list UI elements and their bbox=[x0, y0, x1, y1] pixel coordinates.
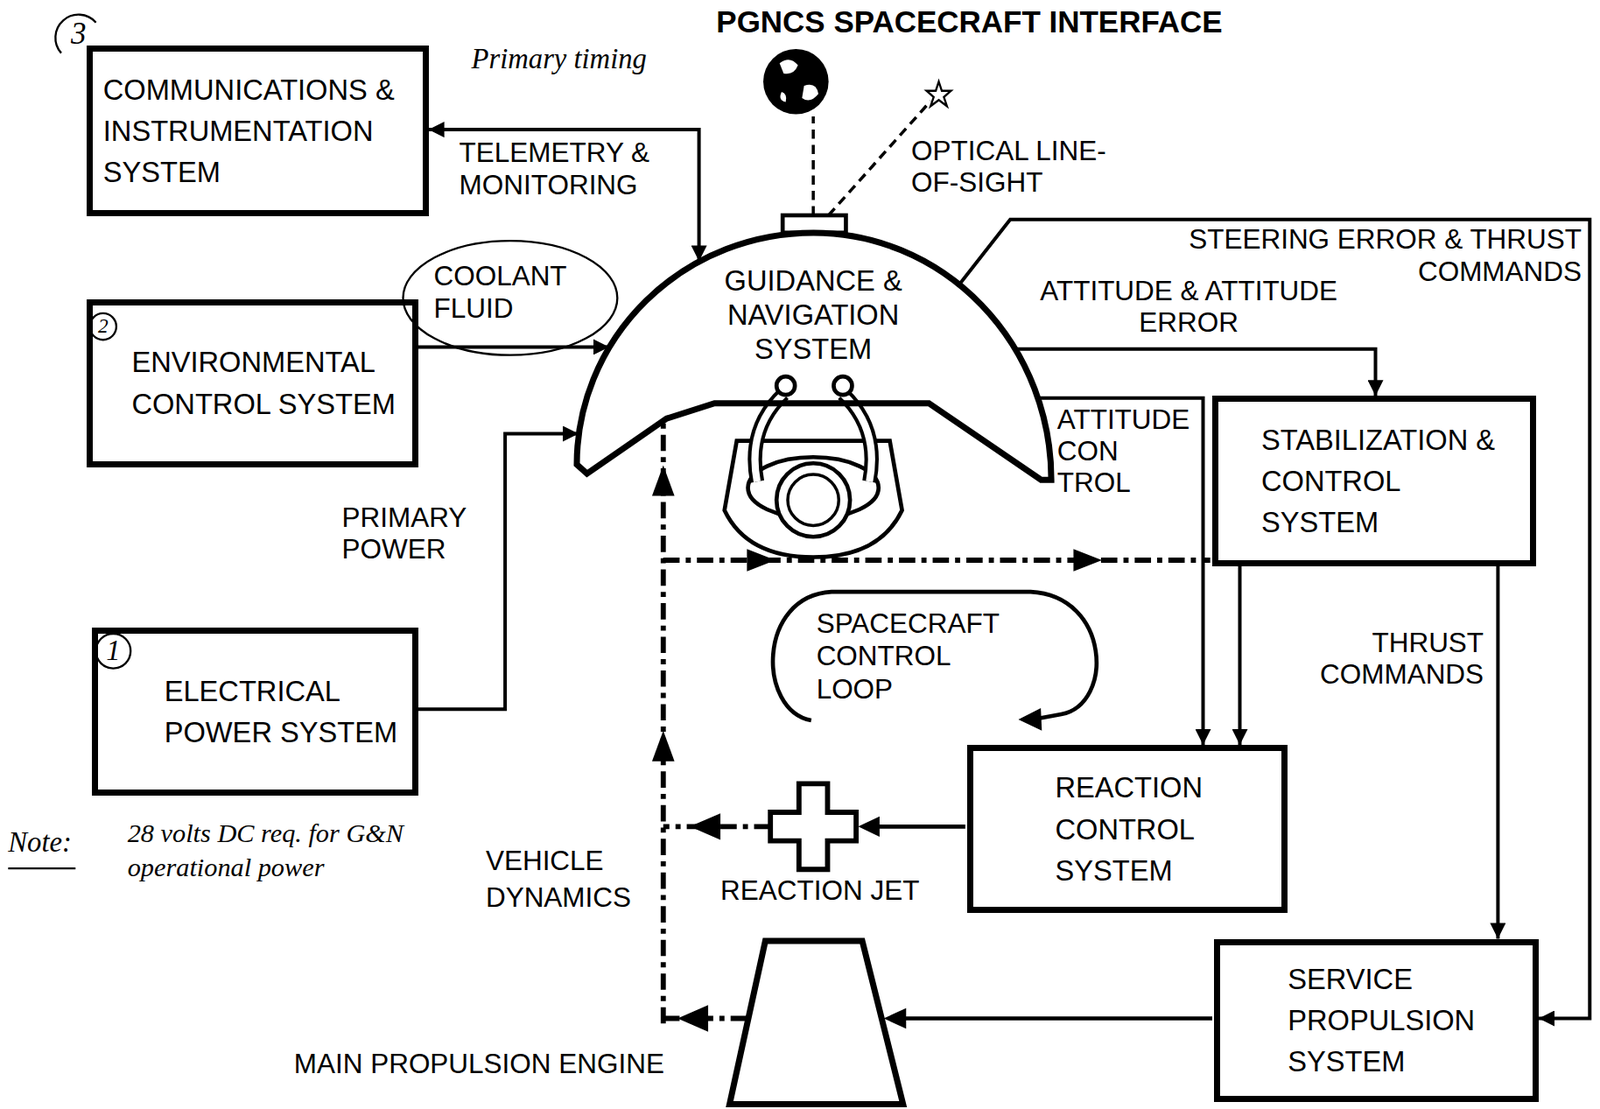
engine-label: MAIN PROPULSION ENGINE bbox=[294, 1048, 723, 1081]
star-symbol bbox=[926, 81, 952, 106]
system-box: STABILIZATION & CONTROL SYSTEM bbox=[1212, 395, 1537, 567]
optics-label: OPTICAL LINE-OF-SIGHT bbox=[911, 135, 1146, 199]
box-label: ELECTRICAL POWER SYSTEM bbox=[164, 670, 405, 754]
handwritten-note: Primary timing bbox=[471, 42, 717, 77]
box-label: GUIDANCE & NAVIGATION SYSTEM bbox=[695, 263, 931, 366]
engine-nozzle bbox=[729, 940, 904, 1105]
signal-label: COOLANT FLUID bbox=[433, 260, 587, 324]
signal-label: TELEMETRY & MONITORING bbox=[459, 137, 684, 201]
loop-label: SPACECRAFT CONTROL LOOP bbox=[816, 607, 1021, 707]
box-label: SERVICE PROPULSION SYSTEM bbox=[1287, 958, 1524, 1083]
signal-connector bbox=[1495, 566, 1500, 940]
system-box: COMMUNICATIONS & INSTRUMENTATION SYSTEM bbox=[86, 45, 429, 217]
guidance-dome: GUIDANCE & NAVIGATION SYSTEM bbox=[576, 232, 1052, 484]
earth-globe bbox=[763, 49, 829, 115]
signal-connector bbox=[428, 129, 700, 261]
jet-feed-line bbox=[877, 824, 966, 829]
globe-continents bbox=[779, 59, 819, 102]
box-label: ENVIRONMENTAL CONTROL SYSTEM bbox=[131, 341, 404, 425]
signal-connector bbox=[418, 344, 610, 349]
engine-feed-line bbox=[904, 1016, 1213, 1021]
signal-connector bbox=[1038, 398, 1204, 745]
arrowhead bbox=[884, 1008, 907, 1029]
dynamics-arrowhead bbox=[652, 730, 675, 762]
system-box: REACTION CONTROL SYSTEM bbox=[967, 744, 1288, 913]
diagram-title: PGNCS SPACECRAFT INTERFACE bbox=[642, 4, 1296, 40]
box-label: STABILIZATION & CONTROL SYSTEM bbox=[1261, 419, 1522, 544]
system-box: ENVIRONMENTAL CONTROL SYSTEM bbox=[86, 299, 419, 468]
dynamics-arrowhead bbox=[1073, 548, 1102, 572]
reaction-jet-symbol bbox=[770, 783, 857, 870]
dynamics-line bbox=[660, 422, 667, 1025]
signal-connector bbox=[959, 219, 1591, 1019]
system-box: ELECTRICAL POWER SYSTEM bbox=[91, 627, 419, 796]
dynamics-arrowhead bbox=[652, 465, 675, 497]
dynamics-line bbox=[663, 557, 1211, 563]
dynamics-arrowhead bbox=[746, 548, 776, 572]
system-box: SERVICE PROPULSION SYSTEM bbox=[1214, 939, 1539, 1103]
jet-label: REACTION JET bbox=[720, 875, 955, 907]
hand-controller bbox=[776, 376, 795, 395]
handwritten-note: 28 volts DC req. for G&N operational pow… bbox=[127, 816, 465, 886]
box-label: REACTION CONTROL SYSTEM bbox=[1054, 766, 1274, 892]
sight-line bbox=[811, 116, 815, 216]
signal-label: ATTITUDE & ATTITUDE ERROR bbox=[1020, 275, 1358, 339]
hand-circle bbox=[402, 240, 618, 356]
dynamics-arrowhead bbox=[689, 813, 721, 840]
dynamics-arrowhead bbox=[677, 1004, 709, 1032]
signal-connector bbox=[1238, 566, 1243, 745]
signal-label: STEERING ERROR & THRUST COMMANDS bbox=[1157, 224, 1582, 288]
signal-label: ATTITUDE CON TROL bbox=[1057, 404, 1197, 500]
arrowhead bbox=[857, 816, 879, 837]
hand-controller bbox=[833, 376, 852, 395]
vehicle-dynamics-lines bbox=[663, 422, 1211, 1025]
control-loop-arrow bbox=[772, 591, 1097, 721]
signal-connector bbox=[1015, 349, 1376, 397]
callout-number: 2 bbox=[94, 314, 112, 338]
callout-circle bbox=[96, 633, 132, 669]
callout-number: 1 bbox=[99, 634, 127, 668]
signal-label: PRIMARY POWER bbox=[342, 502, 496, 566]
box-label: COMMUNICATIONS & INSTRUMENTATION SYSTEM bbox=[103, 69, 415, 194]
dynamics-label: VEHICLE DYNAMICS bbox=[485, 842, 654, 918]
helmet-visor bbox=[787, 474, 839, 526]
loop-arrowhead bbox=[1017, 708, 1042, 731]
astronaut-helmet bbox=[776, 463, 850, 537]
signal-connector bbox=[418, 434, 579, 710]
note-heading: Note: bbox=[7, 826, 90, 860]
signal-label: THRUST COMMANDS bbox=[1308, 627, 1485, 691]
dome-shape bbox=[576, 232, 1052, 480]
callout-number: 3 bbox=[61, 16, 97, 52]
callout-circle bbox=[90, 313, 117, 340]
note-underline bbox=[7, 867, 76, 870]
